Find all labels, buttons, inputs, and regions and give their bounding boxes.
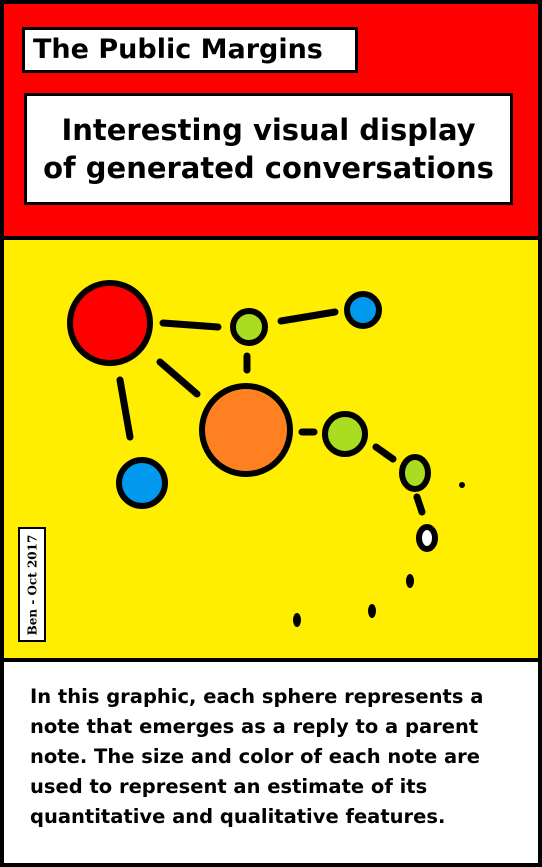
dot-1	[459, 482, 465, 488]
node-red	[67, 280, 153, 366]
edge-red-to-green	[159, 319, 222, 331]
node-blue-2	[116, 457, 168, 509]
edge-green-to-blue	[277, 308, 339, 325]
edge-green-to-green	[372, 443, 397, 463]
edge-red-to-orange	[156, 358, 201, 398]
caption-panel	[0, 658, 542, 867]
subtitle-line-1: Interesting visual display	[61, 113, 476, 147]
node-green-2	[322, 411, 368, 457]
edge-red-to-blue	[116, 376, 134, 441]
subtitle-line-2: of generated conversations	[43, 151, 494, 185]
edge-green-to-white	[413, 493, 426, 516]
node-green-3	[399, 454, 431, 492]
subtitle-box: Interesting visual display of generated …	[24, 93, 513, 205]
page-title: The Public Margins	[22, 27, 358, 73]
dot-4	[293, 613, 301, 627]
node-green-1	[230, 308, 268, 346]
caption-text: In this graphic, each sphere represents …	[30, 685, 484, 828]
signature-box: Ben - Oct 2017	[18, 527, 46, 642]
dot-3	[368, 604, 376, 618]
node-orange	[199, 383, 293, 477]
dot-2	[406, 574, 414, 588]
node-white	[416, 524, 438, 552]
signature-text: Ben - Oct 2017	[25, 534, 39, 635]
node-blue-1	[344, 291, 382, 329]
